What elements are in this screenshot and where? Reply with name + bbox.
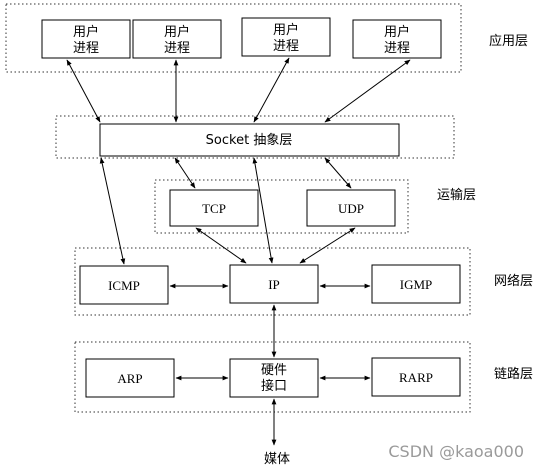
user-process-box-4: 用户 进程 [352, 19, 442, 59]
rarp-label: RARP [399, 370, 433, 385]
media-label: 媒体 [264, 452, 290, 467]
arp-box: ARP [85, 358, 175, 398]
user-process-label-line1: 用户 [384, 24, 410, 40]
user-process-label-line1: 用户 [273, 22, 299, 38]
user-process-label-line2: 进程 [164, 41, 190, 56]
socket-layer-box: Socket 抽象层 [99, 123, 400, 157]
arrow-udp-ip [299, 227, 356, 264]
arrow-process1-socket [66, 59, 101, 123]
user-process-label-line1: 用户 [73, 24, 99, 40]
igmp-box: IGMP [371, 264, 461, 304]
user-process-box-2: 用户 进程 [132, 19, 222, 59]
arrow-socket-tcp [174, 157, 196, 189]
hardware-interface-box: 硬件 接口 [229, 358, 319, 398]
hardware-interface-label-line1: 硬件 [261, 363, 287, 378]
application-layer-frame [5, 3, 462, 73]
user-process-label-line1: 用户 [164, 24, 190, 40]
hardware-interface-label-line2: 接口 [261, 378, 287, 394]
arrow-process4-socket [324, 59, 411, 123]
ip-box: IP [229, 264, 319, 304]
arrow-process3-socket [253, 57, 290, 123]
ip-label: IP [268, 277, 280, 292]
transport-layer-label: 运输层 [437, 187, 476, 203]
udp-label: UDP [338, 201, 364, 216]
application-layer-label: 应用层 [489, 33, 528, 49]
watermark: CSDN @kaoa000 [388, 442, 524, 461]
user-process-box-3: 用户 进程 [241, 17, 331, 57]
socket-layer-label: Socket 抽象层 [206, 133, 293, 148]
link-layer-label: 链路层 [494, 366, 533, 382]
transport-layer-frame [154, 179, 409, 234]
icmp-label: ICMP [108, 278, 140, 293]
user-process-label-line2: 进程 [384, 41, 410, 56]
arp-label: ARP [117, 371, 142, 386]
arrow-socket-ip [252, 157, 274, 264]
igmp-label: IGMP [400, 277, 433, 292]
rarp-box: RARP [371, 357, 461, 397]
arrow-tcp-ip [195, 227, 247, 264]
tcp-box: TCP [169, 189, 259, 227]
user-process-label-line2: 进程 [73, 41, 99, 56]
icmp-box: ICMP [79, 265, 169, 305]
arrow-socket-icmp [99, 157, 126, 265]
network-layer-label: 网络层 [494, 273, 533, 289]
udp-box: UDP [306, 189, 396, 227]
arrow-socket-udp [324, 157, 352, 189]
user-process-label-line2: 进程 [273, 39, 299, 54]
tcp-label: TCP [202, 201, 226, 216]
user-process-box-1: 用户 进程 [41, 19, 131, 59]
